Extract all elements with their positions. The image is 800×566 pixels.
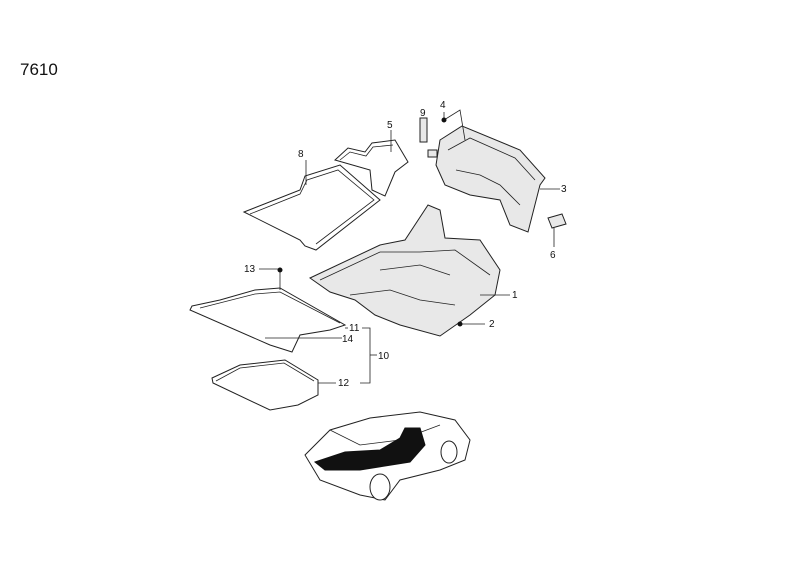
part-12-mat[interactable] bbox=[211, 359, 319, 411]
callout-8: 8 bbox=[298, 149, 304, 160]
callout-9: 9 bbox=[420, 108, 426, 119]
callout-1: 1 bbox=[512, 290, 518, 301]
callout-10: 10 bbox=[378, 351, 390, 362]
callout-12: 12 bbox=[338, 378, 350, 389]
leader-lines bbox=[259, 109, 560, 384]
part-5-mat[interactable] bbox=[334, 139, 409, 197]
part-1-floor-carpet[interactable] bbox=[309, 204, 501, 337]
callout-6: 6 bbox=[550, 250, 556, 261]
part-3-insulator[interactable] bbox=[435, 125, 546, 233]
callout-11: 11 bbox=[349, 323, 360, 334]
car-location-illustration bbox=[304, 411, 471, 501]
callout-4: 4 bbox=[440, 100, 446, 111]
part-11-trunk-mat[interactable] bbox=[189, 287, 347, 353]
callout-3: 3 bbox=[561, 184, 567, 195]
callout-5: 5 bbox=[387, 120, 393, 131]
part-6-pad[interactable] bbox=[547, 213, 567, 229]
part-8-mat[interactable] bbox=[242, 164, 381, 251]
part-4-clip-piece[interactable] bbox=[427, 149, 438, 158]
callout-13: 13 bbox=[244, 264, 256, 275]
diagram-code: 7610 bbox=[20, 60, 58, 79]
part-9-pad[interactable] bbox=[419, 117, 428, 143]
callout-2: 2 bbox=[489, 319, 495, 330]
callout-14: 14 bbox=[342, 334, 354, 345]
